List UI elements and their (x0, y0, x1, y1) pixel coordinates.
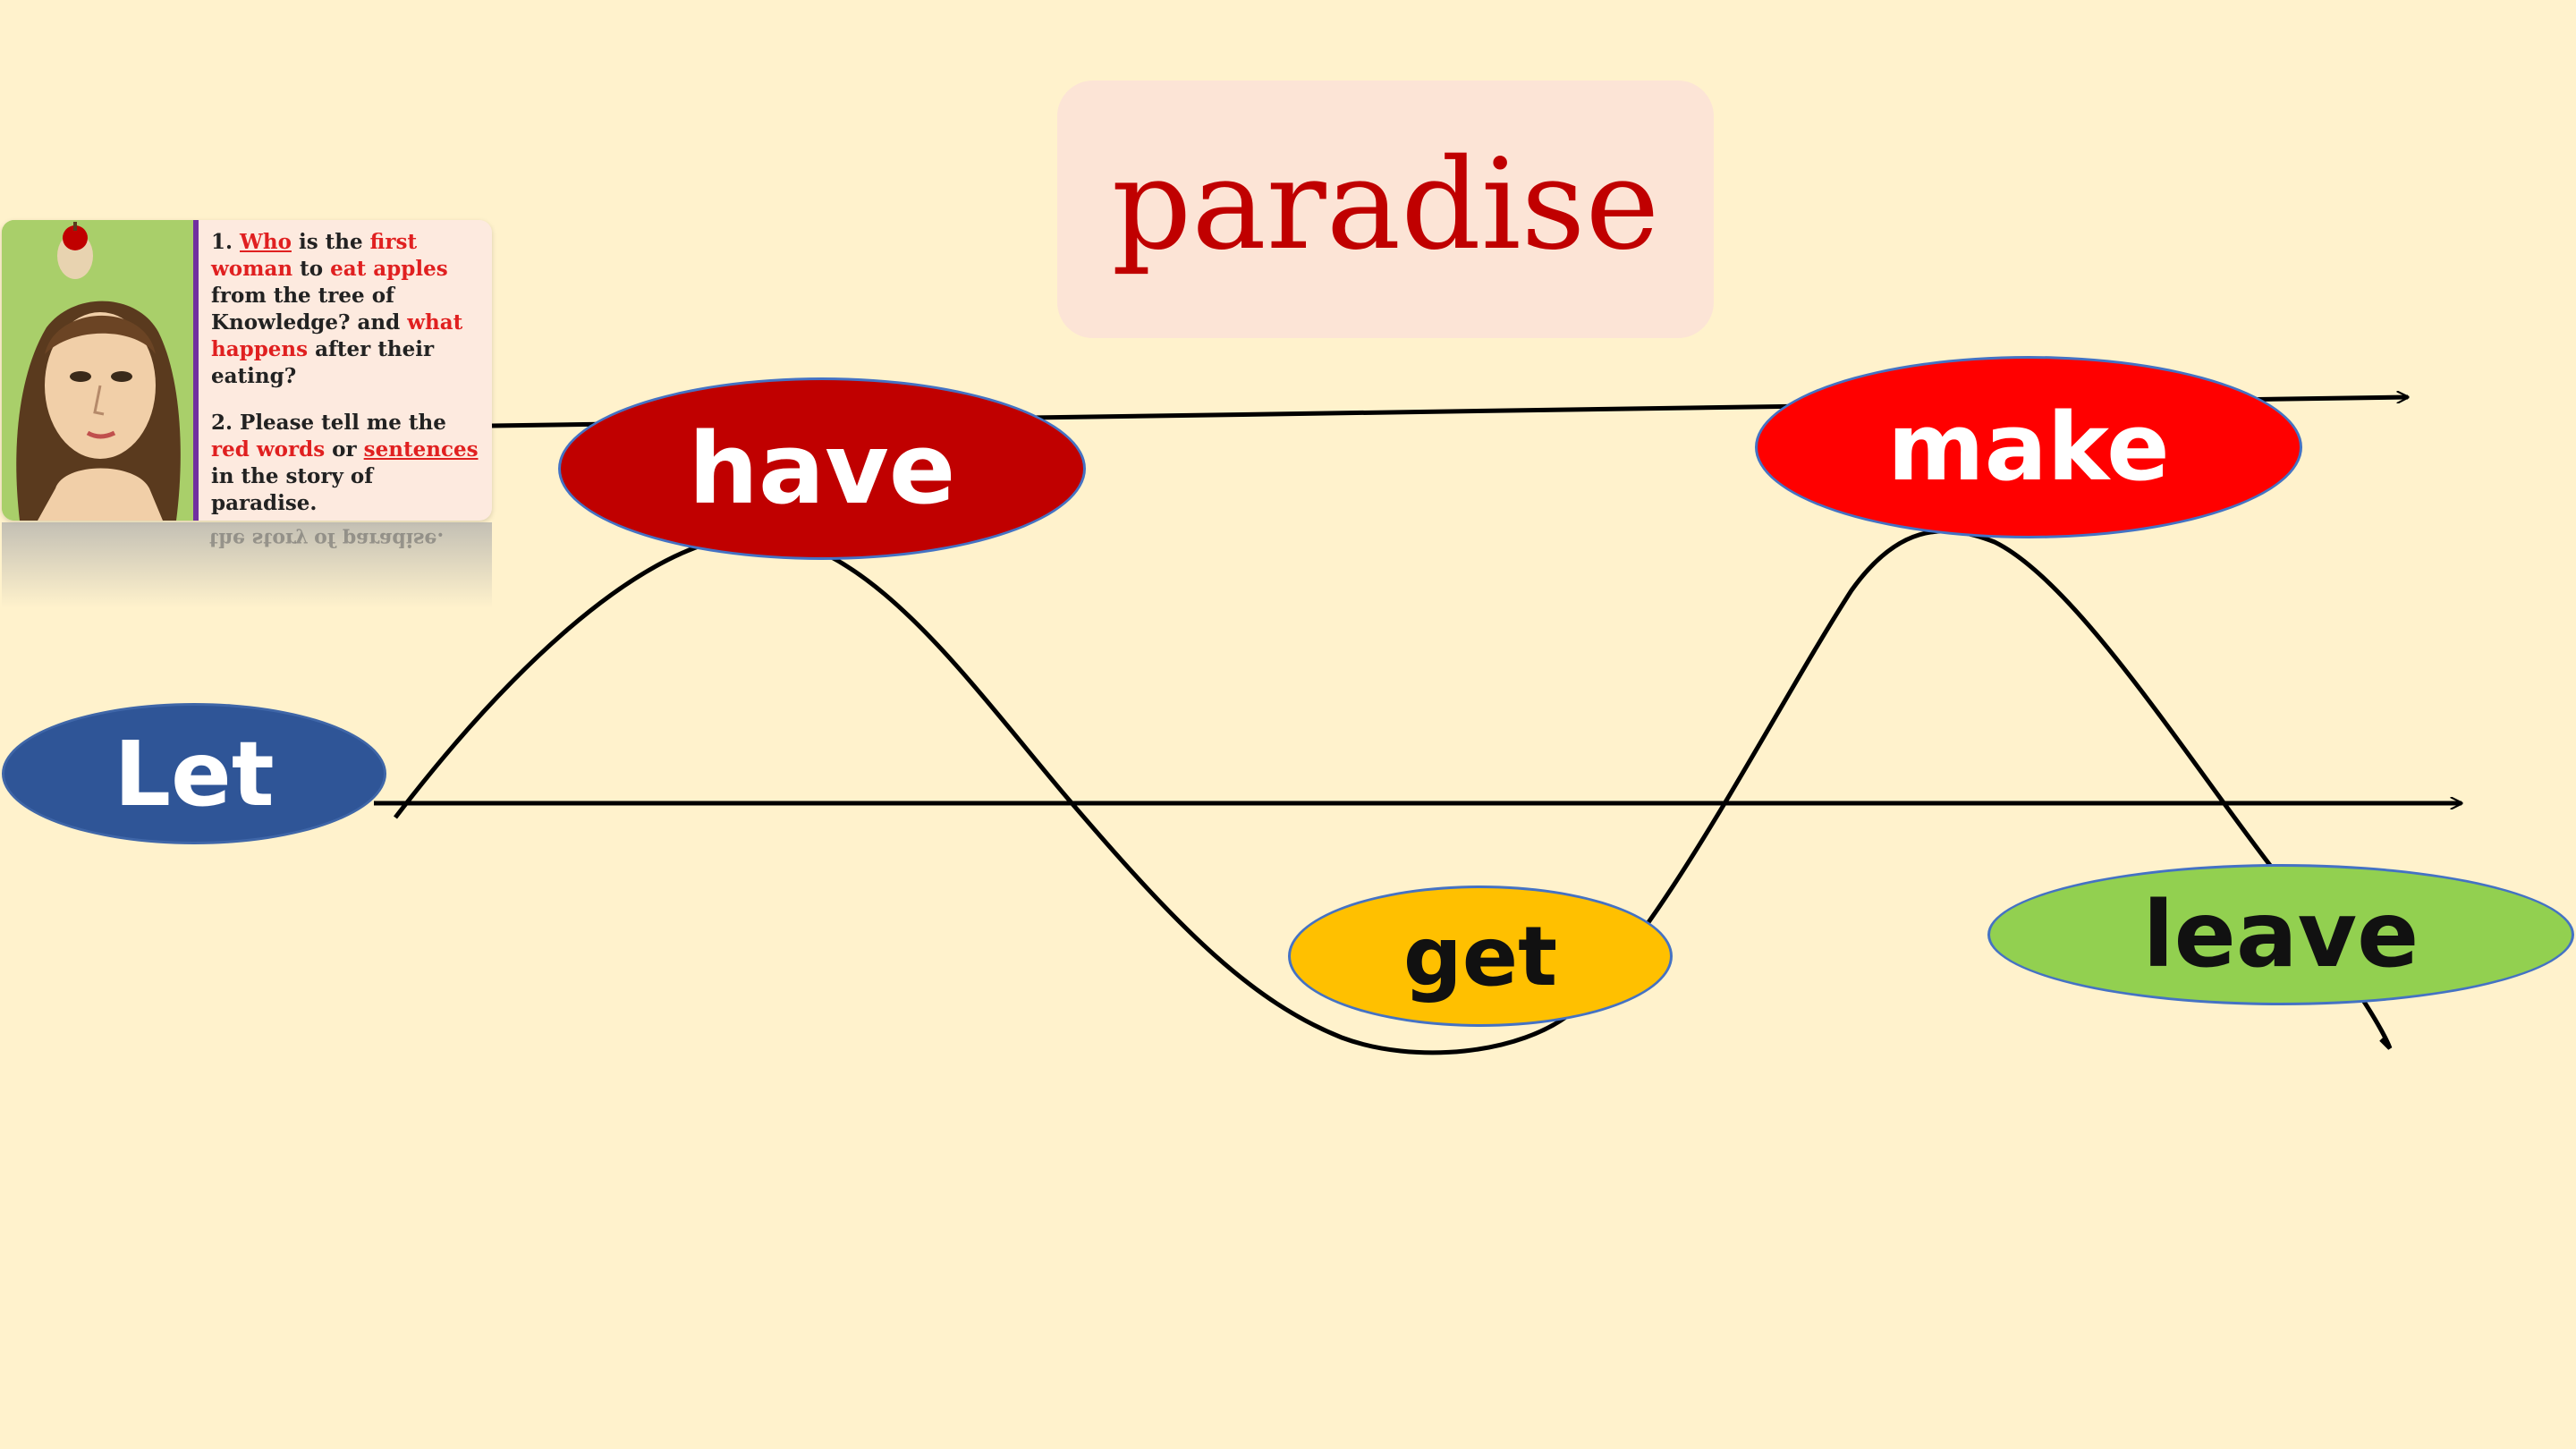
get-oval: get (1288, 886, 1673, 1027)
q2-red: red (211, 437, 250, 462)
q1-first: first (369, 230, 418, 254)
make-oval: make (1755, 356, 2302, 538)
title-box: paradise (1057, 80, 1714, 338)
eve-portrait-image (2, 220, 193, 521)
title-text: paradise (1111, 131, 1660, 278)
q1-woman: woman (211, 257, 293, 281)
q2-sentences: sentences (363, 437, 479, 462)
q1-number: 1. (211, 230, 233, 254)
q2-words: words (256, 437, 326, 462)
q1-and: and (357, 310, 401, 335)
let-oval: Let (2, 703, 386, 844)
q1-who: Who (240, 230, 292, 254)
q2-start: 2. Please tell me the (211, 411, 446, 435)
question-text: 1. Who is the first woman to eat apples … (193, 220, 492, 521)
q1-from: from the tree of Knowledge? (211, 284, 394, 335)
have-oval: have (558, 377, 1086, 560)
leave-oval: leave (1987, 864, 2574, 1005)
card-reflection: the story of paradise. (2, 522, 492, 608)
q1-is-the: is the (298, 230, 363, 254)
q2-or: or (332, 437, 357, 462)
q1-to: to (300, 257, 324, 281)
question-card: 1. Who is the first woman to eat apples … (2, 220, 492, 521)
q1-eat-apples: eat apples (330, 257, 448, 281)
q1-what-happens: what happens (211, 310, 463, 361)
q2-end: in the story of paradise. (211, 464, 374, 515)
q1-after: after their eating? (211, 337, 435, 388)
